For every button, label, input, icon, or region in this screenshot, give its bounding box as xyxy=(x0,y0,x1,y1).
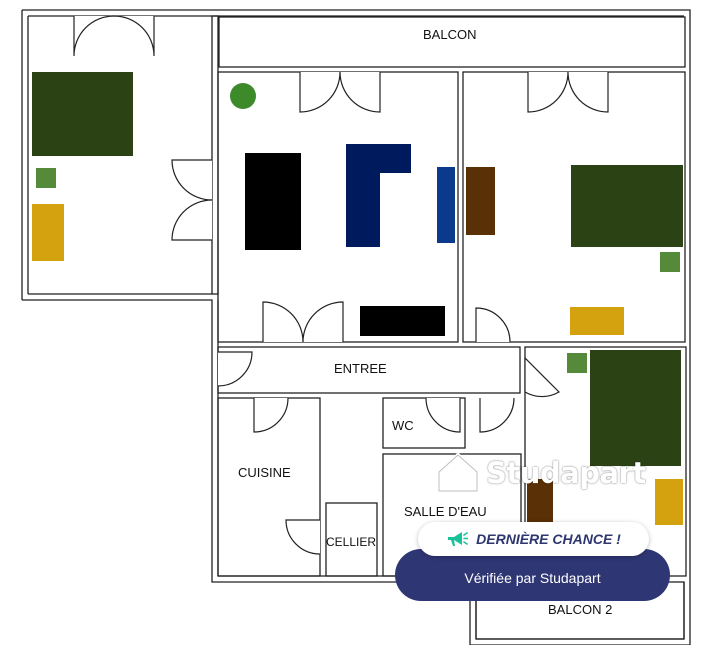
furniture xyxy=(32,72,683,525)
room-label-salle-deau: SALLE D'EAU xyxy=(404,504,487,519)
doors xyxy=(73,15,609,555)
room-label-entree: ENTREE xyxy=(334,361,387,376)
nightstand xyxy=(567,353,587,373)
nightstand xyxy=(660,252,680,272)
verified-badge[interactable]: Vérifiée par Studapart xyxy=(395,549,670,601)
nightstand xyxy=(36,168,56,188)
room-balcon xyxy=(218,16,686,68)
verified-text: Vérifiée par Studapart xyxy=(464,570,601,586)
last-chance-badge[interactable]: DERNIÈRE CHANCE ! xyxy=(418,522,649,556)
corner-sofa xyxy=(346,144,411,247)
desk xyxy=(570,307,624,335)
black-cabinet xyxy=(245,153,301,250)
room-label-balcon: BALCON xyxy=(423,27,477,42)
bed xyxy=(571,165,683,247)
room-label-balcon-2: BALCON 2 xyxy=(548,602,613,617)
studapart-watermark: Studapart xyxy=(436,452,646,494)
megaphone-icon xyxy=(448,532,469,546)
blue-shelf xyxy=(437,167,455,243)
desk xyxy=(32,204,64,261)
room-wc xyxy=(382,397,466,449)
bed xyxy=(32,72,133,156)
wardrobe xyxy=(527,479,553,523)
tv-unit xyxy=(360,306,445,336)
room-label-cellier: CELLIER xyxy=(326,535,377,549)
room-label-cuisine: CUISINE xyxy=(238,465,291,480)
wall-segment xyxy=(211,15,219,295)
studapart-logo-icon xyxy=(437,453,479,493)
plant xyxy=(230,83,256,109)
room-label-wc: WC xyxy=(392,418,414,433)
studapart-brand-text: Studapart xyxy=(486,456,646,490)
wardrobe xyxy=(466,167,495,235)
bed xyxy=(590,350,681,466)
desk xyxy=(655,479,683,525)
last-chance-text: DERNIÈRE CHANCE ! xyxy=(476,531,621,547)
room-cellier xyxy=(325,502,378,577)
